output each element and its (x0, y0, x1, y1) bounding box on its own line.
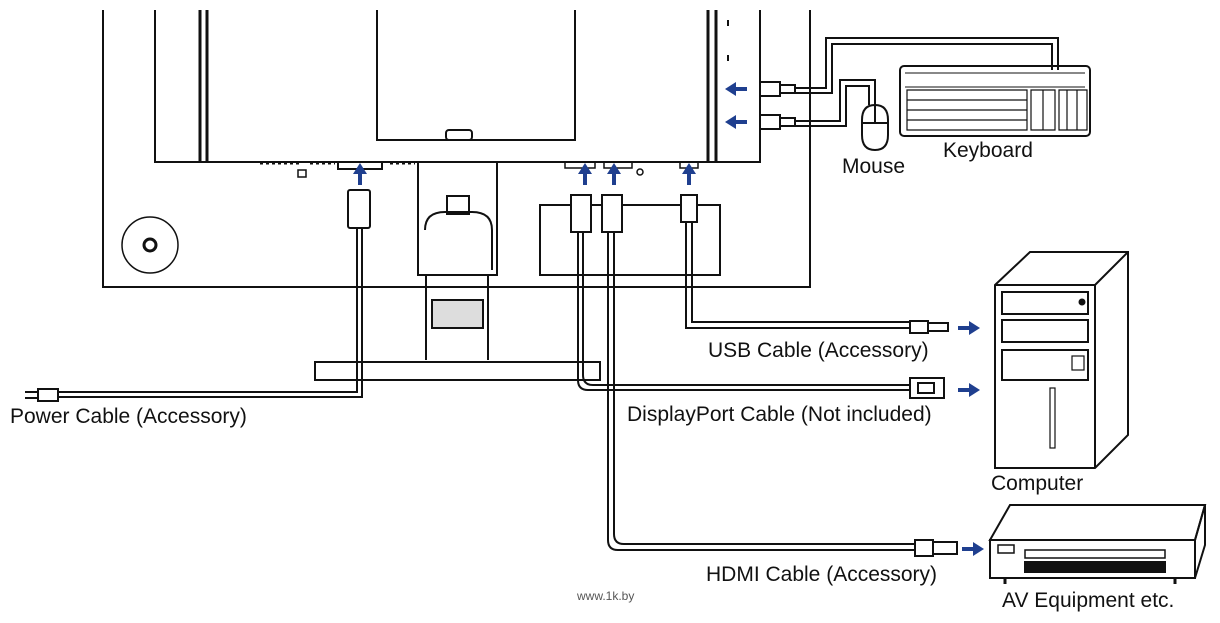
displayport-cable-label: DisplayPort Cable (Not included) (627, 403, 932, 426)
usb-cable-label: USB Cable (Accessory) (708, 339, 929, 362)
cables (25, 37, 1059, 557)
monitor-stand (314, 162, 601, 381)
watermark: www.1k.by (577, 589, 635, 603)
mouse-icon (861, 103, 889, 152)
keyboard-label: Keyboard (943, 139, 1033, 162)
computer-icon (994, 251, 1129, 469)
av-equipment-label: AV Equipment etc. (1002, 589, 1175, 612)
hdmi-cable-label: HDMI Cable (Accessory) (706, 563, 938, 586)
monitor-back (102, 10, 811, 288)
mouse-label: Mouse (842, 155, 906, 178)
power-cable-label: Power Cable (Accessory) (10, 405, 247, 428)
av-equipment-icon (988, 504, 1207, 584)
computer-label: Computer (991, 472, 1084, 495)
keyboard-icon (899, 65, 1091, 137)
